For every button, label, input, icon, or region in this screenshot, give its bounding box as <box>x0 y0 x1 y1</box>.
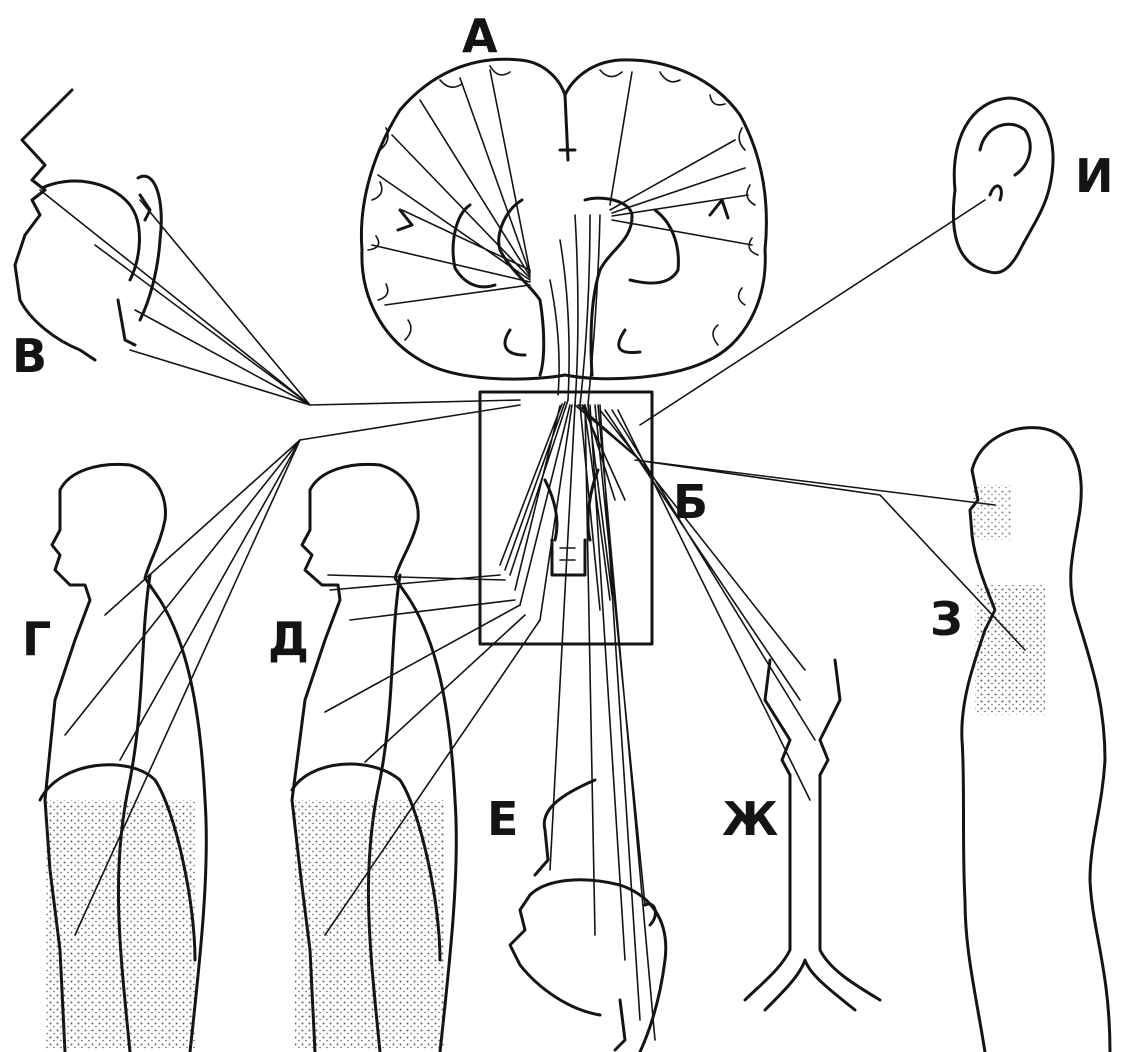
labels: А Б В Г Д Е Ж З И <box>12 9 1114 846</box>
label-e: Е <box>487 792 518 846</box>
brain-cross-section <box>361 59 766 379</box>
label-i: И <box>1075 149 1114 203</box>
figure-d <box>292 464 540 1052</box>
ear-i <box>640 98 1053 425</box>
label-b: Б <box>673 475 708 529</box>
label-zh: Ж <box>722 792 778 846</box>
label-d: Д <box>268 612 309 666</box>
medulla-box <box>480 392 652 644</box>
label-g: Г <box>22 612 51 666</box>
label-z: З <box>930 592 963 646</box>
figure-zh-trachea <box>600 410 880 1010</box>
medulla-structure <box>545 470 598 575</box>
label-v: В <box>12 329 47 383</box>
head-profile-v <box>15 90 161 360</box>
label-a: А <box>462 9 498 63</box>
